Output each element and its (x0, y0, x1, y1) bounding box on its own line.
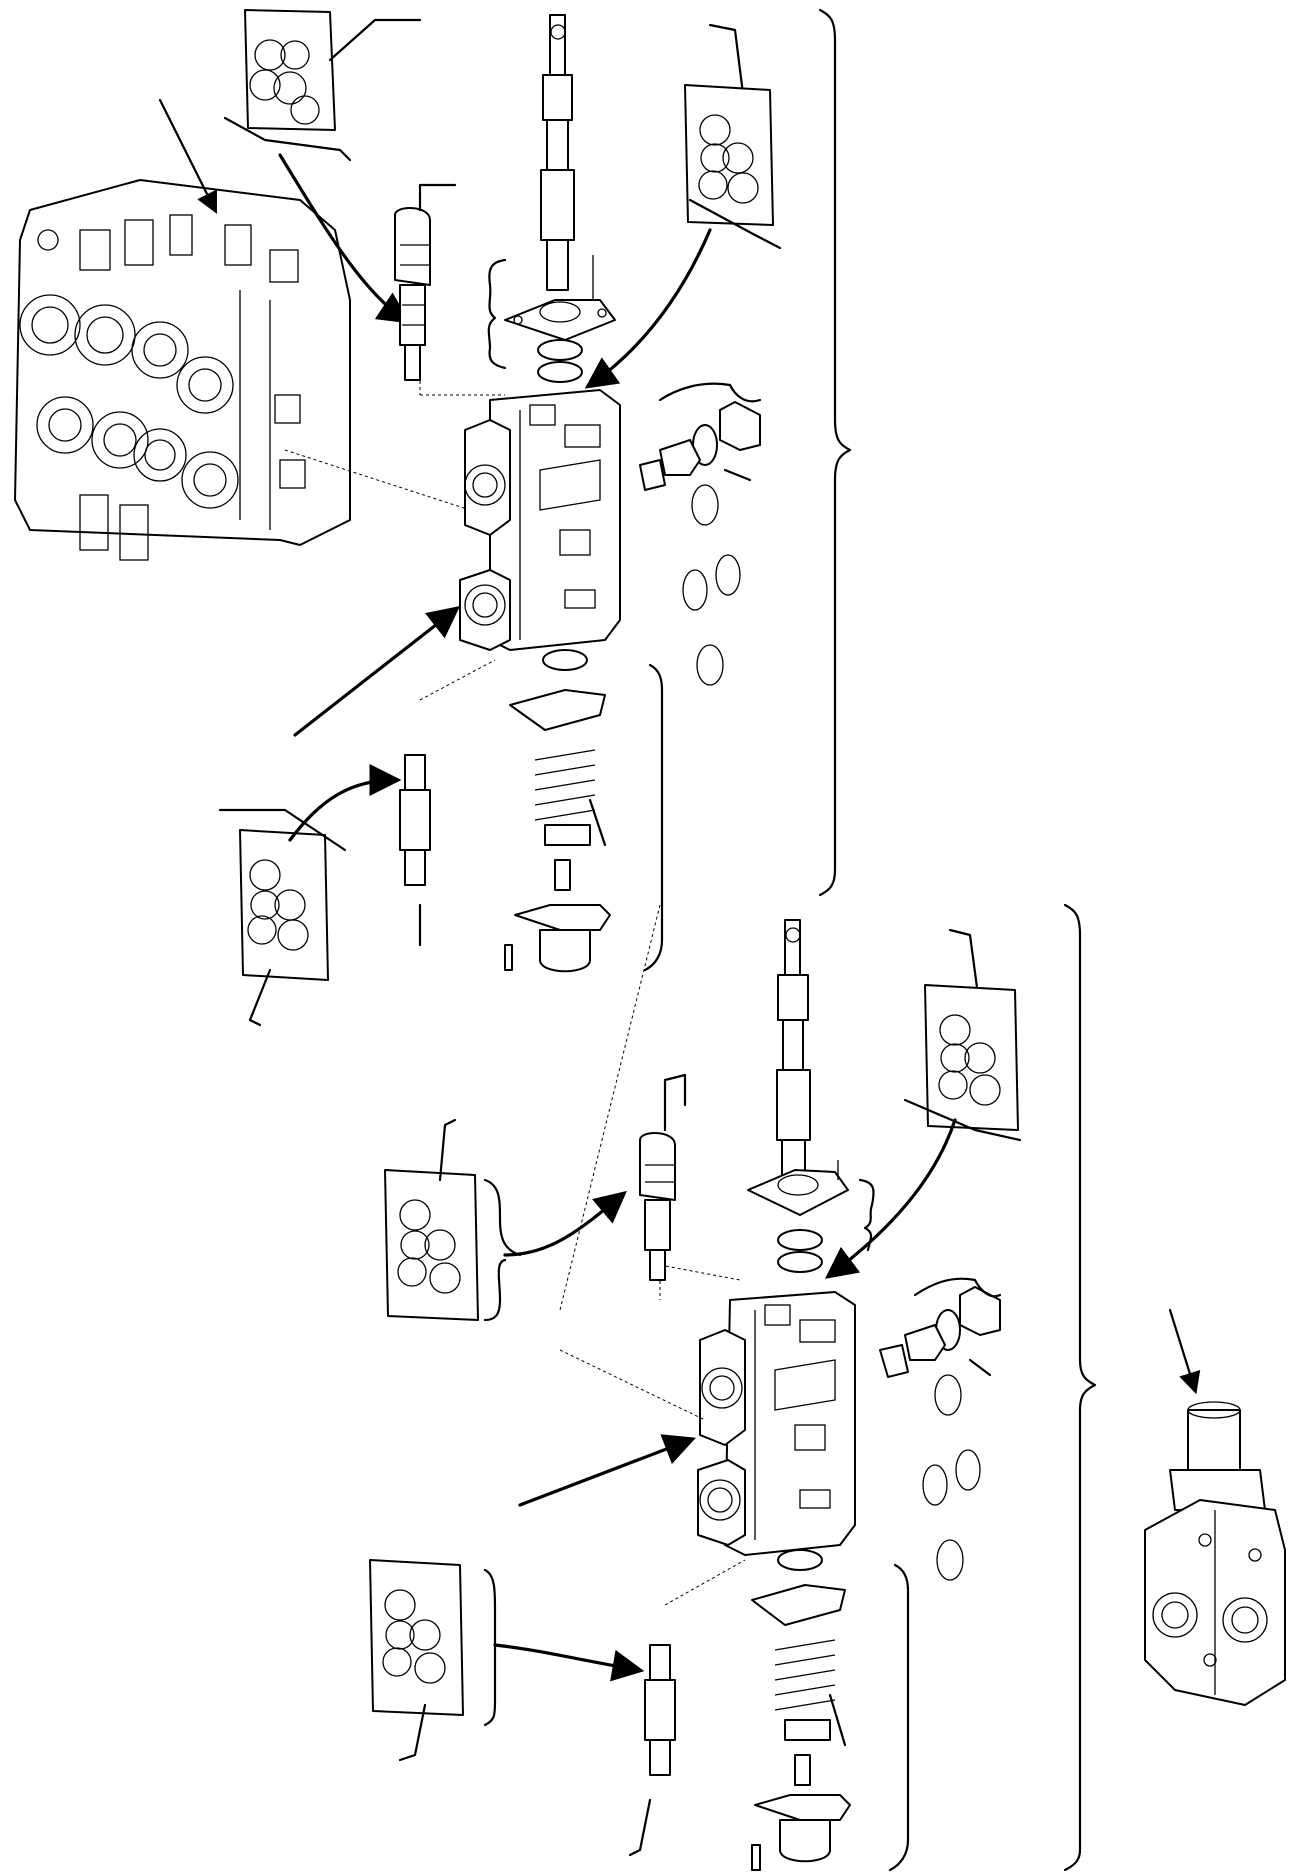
seal-kit-icon (239, 829, 329, 981)
bracket-icon (1063, 903, 1097, 1872)
seal-kit-icon (244, 9, 336, 131)
seal-kit-icon (684, 84, 774, 226)
valve-section-body (697, 1291, 856, 1556)
relief-valve-cartridge (394, 207, 431, 381)
o-ring-set (682, 484, 741, 686)
control-valve-assembly (14, 179, 351, 561)
relief-valve-cartridge (399, 754, 431, 886)
spring-assembly (504, 689, 611, 973)
spool-upper (540, 14, 575, 291)
relief-valve-cartridge (639, 1132, 676, 1281)
seal-plate (747, 1169, 849, 1216)
seal-kit-icon (384, 1169, 479, 1321)
check-valve-parts (639, 401, 761, 491)
seal-kit-icon (924, 984, 1019, 1131)
spool-lower (776, 919, 811, 1176)
seal-plate (504, 299, 616, 341)
spring-assembly (751, 1584, 851, 1871)
relief-valve-cartridge (644, 1644, 676, 1776)
valve-section-body (459, 389, 621, 651)
valve-section-detail (1144, 1401, 1286, 1706)
bracket-icon (818, 8, 852, 897)
check-valve-parts (879, 1286, 1001, 1378)
leader-arrow (158, 98, 217, 214)
seal-kit-icon (369, 1559, 464, 1716)
leader-arrow (1168, 1308, 1201, 1395)
o-ring-set (922, 1374, 981, 1581)
